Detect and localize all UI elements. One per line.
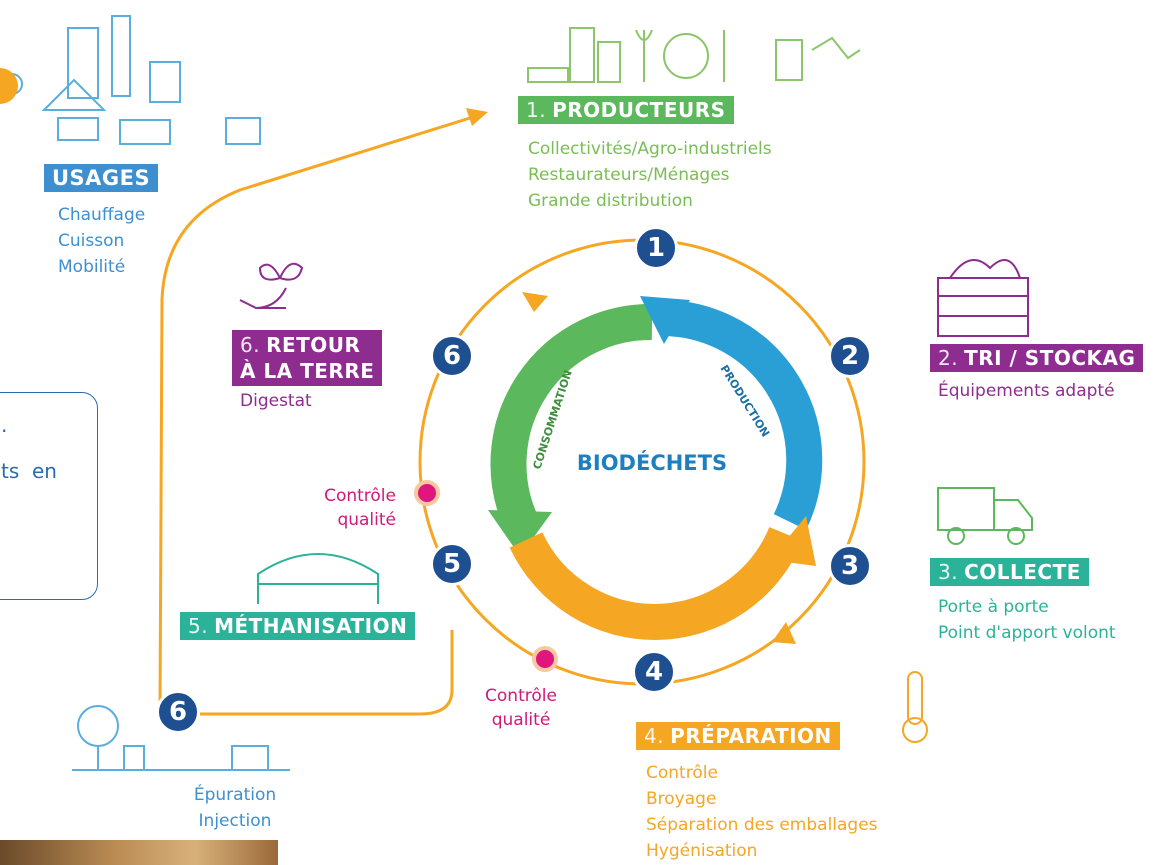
- arc-label-valorisation: VALORISATION: [583, 530, 674, 567]
- orange-marker: [0, 68, 18, 104]
- valorisation-arc: [509, 526, 803, 640]
- step-badge-2: 2: [828, 334, 872, 378]
- tri-bin-icon: [937, 259, 1029, 337]
- quality-label-line1: Contrôle: [485, 686, 557, 706]
- quality-dot-upper: [414, 480, 440, 506]
- quality-label-line2: qualité: [337, 510, 396, 530]
- methanisation-label: 5.MÉTHANISATION: [180, 612, 416, 640]
- injection-icon: [72, 705, 290, 771]
- step-badge-6-injection: 6: [156, 690, 200, 734]
- collecte-truck-icon: [937, 487, 1033, 545]
- left-callout-line2: ts en: [1, 459, 57, 483]
- photo-fragment: [0, 840, 278, 865]
- left-callout-box: . ts en: [0, 392, 98, 600]
- quality-label-line2: qualité: [491, 710, 551, 730]
- consommation-arc: [490, 303, 653, 528]
- usages-description: Chauffage Cuisson Mobilité: [58, 205, 146, 277]
- step-badge-4: 4: [632, 650, 676, 694]
- feedback-arrow-path: [158, 116, 471, 713]
- thermometer-icon: [902, 671, 928, 743]
- quality-label-upper: Contrôle qualité: [296, 484, 396, 532]
- ring-arrow-top-left: [522, 292, 548, 312]
- producteurs-description: Collectivités/Agro-industriels Restaurat…: [528, 139, 772, 211]
- usages-label: USAGES: [44, 164, 159, 192]
- left-callout-line1: .: [1, 413, 8, 437]
- quality-dot-lower: [532, 646, 558, 672]
- preparation-description: Contrôle Broyage Séparation des emballag…: [646, 763, 878, 861]
- step-badge-1: 1: [634, 226, 678, 270]
- preparation-label: 4.PRÉPARATION: [636, 722, 840, 750]
- retour-description: Digestat: [240, 391, 312, 411]
- step-badge-3: 3: [828, 544, 872, 588]
- production-arrow-head: [640, 296, 690, 344]
- methanisation-to-injection-line: [200, 630, 454, 716]
- epuration-description: Épuration Injection: [193, 785, 277, 831]
- ring-arrow-bottom-right: [772, 622, 796, 644]
- retour-label: 6.RETOUR À LA TERRE: [232, 330, 383, 386]
- feedback-arrow-head: [466, 108, 488, 126]
- tri-stockage-description: Équipements adapté: [938, 381, 1115, 401]
- collecte-label: 3.COLLECTE: [930, 558, 1089, 586]
- consommation-arrow-head: [488, 510, 552, 556]
- step-badge-6: 6: [430, 334, 474, 378]
- producteurs-label: 1.PRODUCTEURS: [518, 96, 734, 124]
- quality-label-line1: Contrôle: [324, 486, 396, 506]
- quality-label-lower: Contrôle qualité: [466, 684, 576, 732]
- valorisation-arrow-head: [770, 516, 816, 566]
- center-title: BIODÉCHETS: [577, 450, 727, 475]
- plant-hand-icon: [239, 262, 304, 309]
- producteurs-icons: [527, 27, 861, 83]
- tri-stockage-label: 2.TRI / STOCKAG: [930, 344, 1144, 372]
- methanisation-dome-icon: [257, 553, 379, 604]
- usages-icons: [1, 15, 261, 145]
- collecte-description: Porte à porte Point d'apport volont: [938, 597, 1116, 643]
- production-arc: [661, 299, 823, 530]
- step-badge-5: 5: [430, 542, 474, 586]
